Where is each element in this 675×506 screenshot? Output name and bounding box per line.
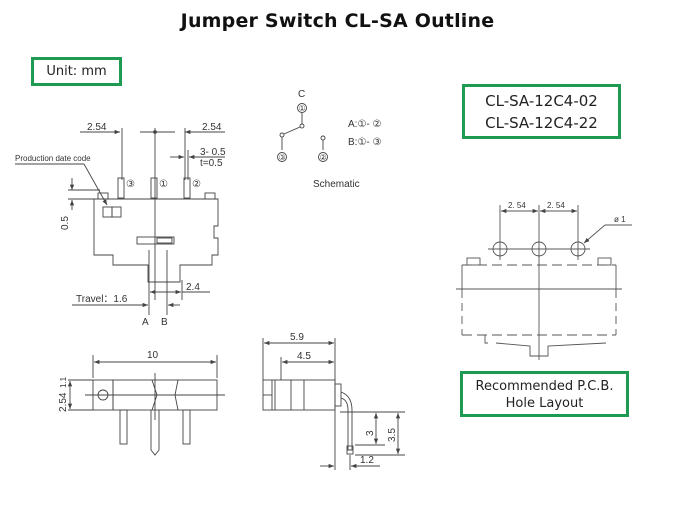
- side-pin-total: 3.5: [387, 428, 398, 442]
- pcb-caption-line: Hole Layout: [505, 396, 584, 411]
- pin-label-3: ③: [126, 179, 135, 190]
- model-number: CL-SA-12C4-22: [485, 114, 598, 132]
- schematic-pin-left: ③: [279, 153, 286, 162]
- pin-label-1: ①: [159, 179, 168, 190]
- side-pin-len: 3: [365, 430, 376, 436]
- front-pin-width: 3- 0.5: [200, 147, 226, 158]
- front-offset: 0.5: [60, 216, 71, 230]
- schematic-pin-right: ②: [320, 153, 327, 162]
- unit-label-box: Unit: mm: [31, 57, 122, 86]
- schematic: [277, 103, 328, 162]
- pcb-hole-diameter: ø 1: [614, 215, 626, 224]
- side-body: 4.5: [297, 351, 311, 362]
- position-a: A: [142, 317, 149, 328]
- pcb-layout: [456, 205, 632, 360]
- position-b: B: [161, 317, 168, 328]
- date-code-label: Production date code: [15, 154, 91, 163]
- schematic-common-label: C: [298, 89, 305, 100]
- bottom-length: 10: [147, 350, 159, 361]
- pin-label-2: ②: [192, 179, 201, 190]
- pcb-pitch-left: 2. 54: [508, 201, 526, 210]
- bottom-offset: 1.1: [59, 376, 68, 388]
- pcb-caption-line: Recommended P.C.B.: [475, 379, 614, 394]
- side-pin-offset: 1.2: [360, 455, 374, 466]
- front-pin-thickness: t=0.5: [200, 158, 223, 169]
- lever-width: 2.4: [186, 282, 200, 293]
- unit-label: Unit: mm: [46, 64, 107, 79]
- pcb-caption-box: Recommended P.C.B. Hole Layout: [460, 371, 629, 417]
- pcb-pitch-right: 2. 54: [547, 201, 565, 210]
- schematic-caption: Schematic: [313, 179, 360, 190]
- model-numbers-box: CL-SA-12C4-02 CL-SA-12C4-22: [462, 84, 621, 139]
- bottom-width: 2.54: [58, 392, 69, 412]
- schematic-state-a: A:①- ②: [348, 119, 382, 130]
- front-pitch-right: 2.54: [202, 122, 222, 133]
- schematic-state-b: B:①- ③: [348, 137, 382, 148]
- front-view: [15, 128, 225, 315]
- schematic-common-pin: ①: [299, 104, 306, 113]
- model-number: CL-SA-12C4-02: [485, 92, 598, 110]
- travel-label: Travel：1.6: [76, 294, 128, 305]
- page-title: Jumper Switch CL-SA Outline: [180, 10, 495, 32]
- side-view: [262, 338, 405, 470]
- side-overall: 5.9: [290, 332, 304, 343]
- front-pitch-left: 2.54: [87, 122, 107, 133]
- bottom-view: [67, 355, 225, 456]
